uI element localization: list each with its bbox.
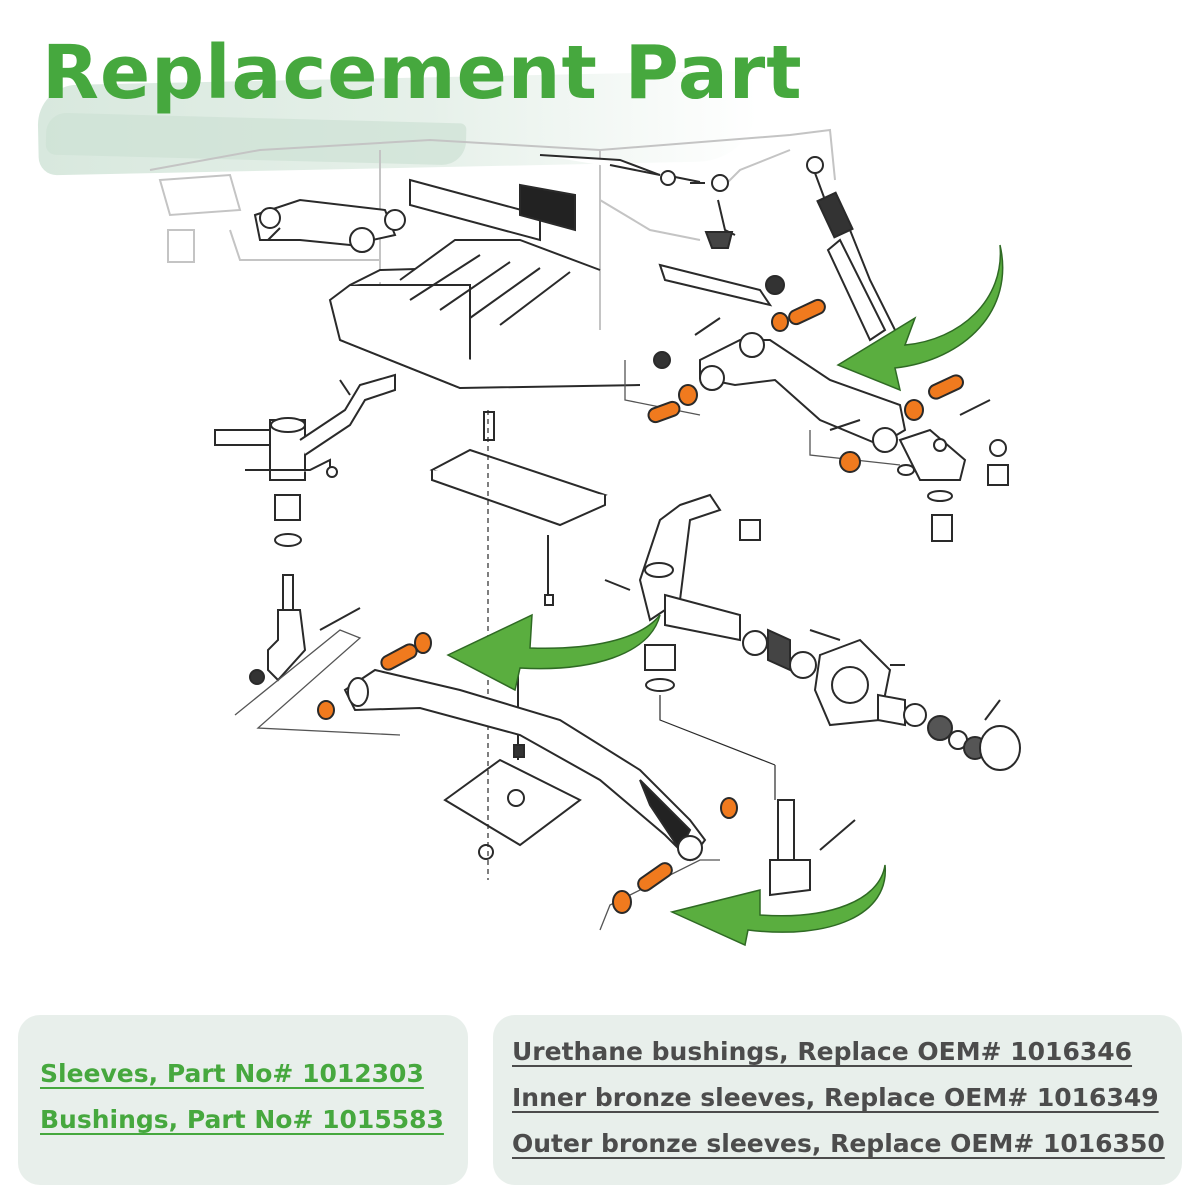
- center-mount-plate: [429, 410, 608, 880]
- urethane-bushings-link[interactable]: Urethane bushings, Replace OEM# 1016346: [512, 1037, 1133, 1066]
- frame-crossmember: [328, 154, 736, 390]
- part-numbers-panel: Sleeves, Part No# 1012303 Bushings, Part…: [18, 1015, 468, 1185]
- chassis-faded: [149, 128, 836, 330]
- right-lower-spindle: [659, 695, 856, 897]
- alignment-guides: [234, 360, 901, 931]
- right-hub-assembly: [604, 493, 1021, 771]
- lower-arm-left: [343, 668, 707, 862]
- left-spindle: [214, 373, 396, 685]
- upper-arm-right: [653, 263, 1009, 542]
- bushings-part-link[interactable]: Bushings, Part No# 1015583: [40, 1105, 444, 1134]
- sleeve-icon: [317, 298, 964, 914]
- highlighted-bushings: [317, 298, 964, 914]
- outer-sleeves-link[interactable]: Outer bronze sleeves, Replace OEM# 10163…: [512, 1129, 1165, 1158]
- page-title: Replacement Part: [42, 30, 803, 116]
- curved-arrow-icon: [446, 244, 1004, 947]
- oem-replacement-panel: Urethane bushings, Replace OEM# 1016346 …: [493, 1015, 1182, 1185]
- shock-absorber: [806, 156, 896, 342]
- sleeves-part-link[interactable]: Sleeves, Part No# 1012303: [40, 1059, 424, 1088]
- suspension-exploded-diagram: [149, 128, 1021, 947]
- inner-sleeves-link[interactable]: Inner bronze sleeves, Replace OEM# 10163…: [512, 1083, 1159, 1112]
- upper-arm-top-left: [253, 198, 406, 253]
